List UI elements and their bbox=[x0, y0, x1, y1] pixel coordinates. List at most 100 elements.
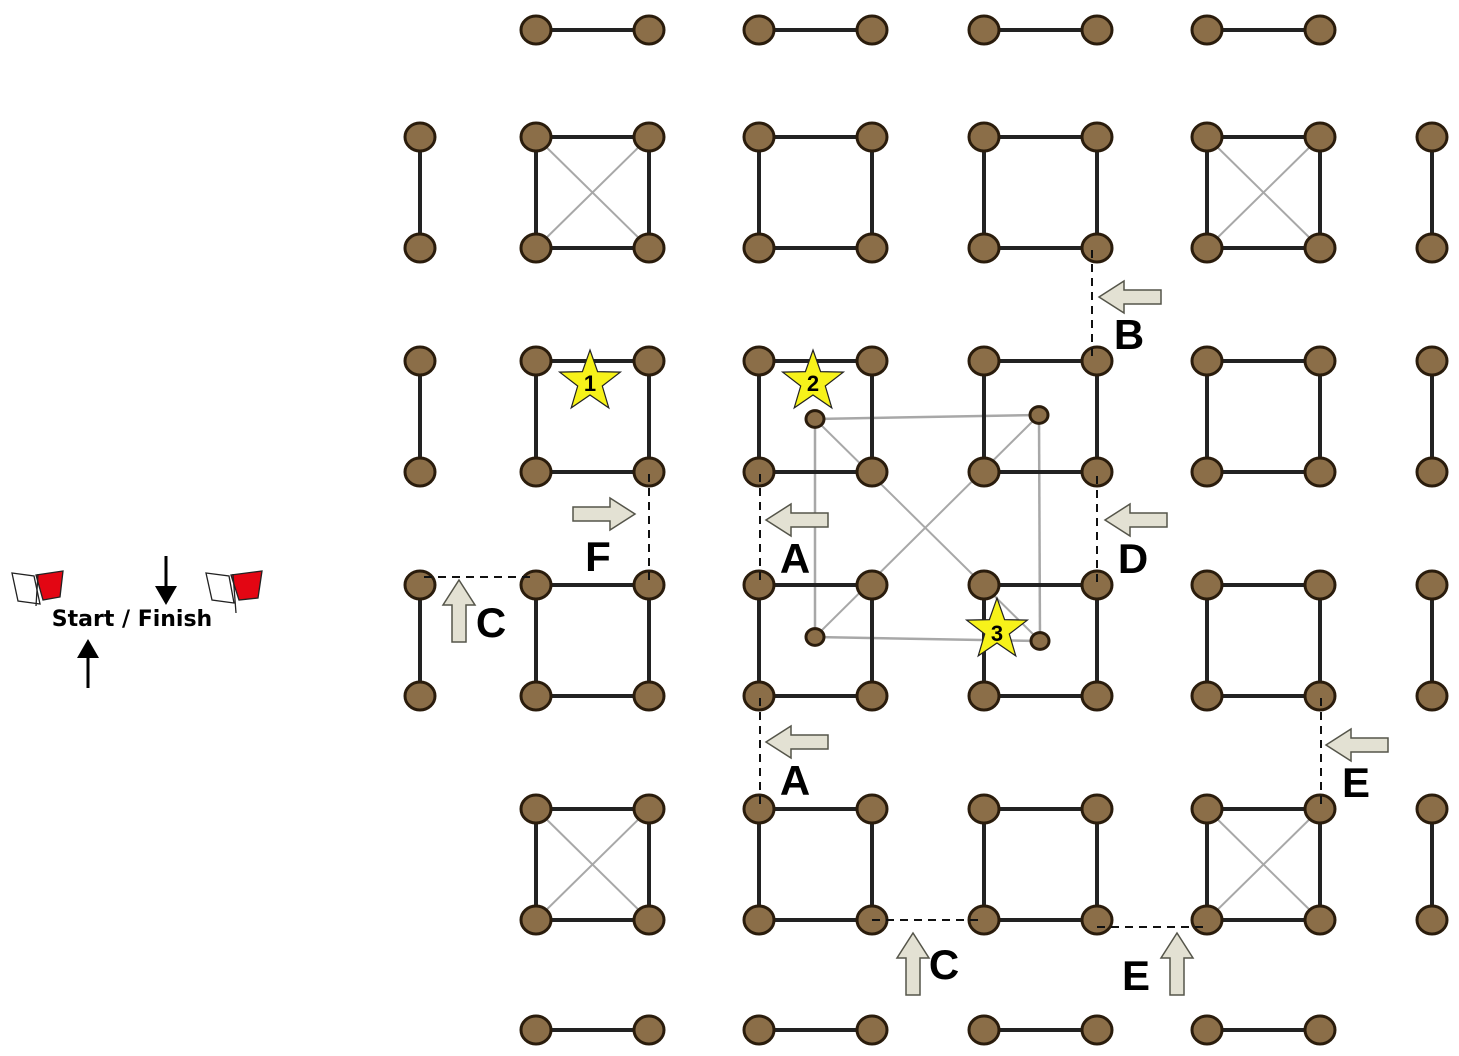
post bbox=[519, 121, 553, 153]
cross-brace bbox=[814, 414, 1040, 638]
post bbox=[855, 14, 889, 46]
post bbox=[632, 904, 666, 936]
post bbox=[403, 345, 437, 377]
post bbox=[632, 569, 666, 601]
post bbox=[855, 456, 889, 488]
gate-label-f: F bbox=[585, 533, 611, 580]
post bbox=[1080, 345, 1114, 377]
post bbox=[855, 680, 889, 712]
start-finish-marker: Start / Finish bbox=[11, 556, 263, 688]
post bbox=[632, 232, 666, 264]
post bbox=[1415, 793, 1449, 825]
post bbox=[967, 14, 1001, 46]
post bbox=[1303, 345, 1337, 377]
post bbox=[1303, 232, 1337, 264]
post bbox=[855, 345, 889, 377]
post bbox=[1080, 456, 1114, 488]
flag-icon bbox=[11, 570, 64, 607]
post bbox=[1080, 1014, 1114, 1046]
arrow-down-icon bbox=[155, 556, 177, 605]
post bbox=[519, 680, 553, 712]
post bbox=[742, 1014, 776, 1046]
post bbox=[1303, 1014, 1337, 1046]
gate-label-e: E bbox=[1342, 759, 1370, 806]
post bbox=[1028, 405, 1050, 425]
post bbox=[1080, 14, 1114, 46]
post bbox=[632, 680, 666, 712]
post bbox=[967, 121, 1001, 153]
block-arrow-icon bbox=[1097, 279, 1162, 315]
post bbox=[967, 680, 1001, 712]
post bbox=[1303, 456, 1337, 488]
post bbox=[1190, 793, 1224, 825]
post bbox=[742, 345, 776, 377]
post bbox=[1080, 232, 1114, 264]
post bbox=[1190, 345, 1224, 377]
start-finish-label: Start / Finish bbox=[52, 607, 212, 632]
post bbox=[632, 345, 666, 377]
gate-label-d: D bbox=[1118, 535, 1148, 582]
posts-layer bbox=[403, 14, 1449, 1046]
post bbox=[967, 904, 1001, 936]
direction-arrows-layer bbox=[441, 279, 1389, 996]
star-marker-2: 2 bbox=[780, 348, 846, 410]
arrow-up-icon bbox=[77, 639, 99, 688]
post bbox=[1415, 569, 1449, 601]
star-icon bbox=[964, 596, 1030, 658]
post bbox=[519, 569, 553, 601]
block-arrow-icon bbox=[572, 496, 637, 532]
post bbox=[742, 456, 776, 488]
post bbox=[1303, 793, 1337, 825]
post bbox=[1190, 456, 1224, 488]
star-icon bbox=[557, 348, 623, 410]
post bbox=[519, 345, 553, 377]
star-marker-3: 3 bbox=[964, 596, 1030, 658]
post bbox=[1415, 456, 1449, 488]
block-arrow-icon bbox=[764, 724, 829, 760]
post bbox=[1190, 569, 1224, 601]
post bbox=[1190, 1014, 1224, 1046]
post bbox=[804, 627, 826, 647]
post bbox=[1303, 569, 1337, 601]
post bbox=[742, 680, 776, 712]
post bbox=[967, 793, 1001, 825]
post bbox=[519, 232, 553, 264]
post bbox=[519, 456, 553, 488]
cross-brace bbox=[1206, 136, 1321, 249]
post bbox=[632, 121, 666, 153]
post bbox=[1415, 345, 1449, 377]
post bbox=[519, 14, 553, 46]
post bbox=[1303, 14, 1337, 46]
post bbox=[1190, 121, 1224, 153]
post bbox=[1415, 680, 1449, 712]
star-number-3: 3 bbox=[991, 621, 1003, 646]
post bbox=[519, 904, 553, 936]
post bbox=[1190, 232, 1224, 264]
post bbox=[1415, 904, 1449, 936]
post bbox=[742, 904, 776, 936]
gate-labels: A A B C C D E E F bbox=[476, 311, 1370, 999]
gate-label-c: C bbox=[476, 599, 506, 646]
star-icon bbox=[780, 348, 846, 410]
post bbox=[967, 1014, 1001, 1046]
post bbox=[1080, 793, 1114, 825]
post bbox=[967, 456, 1001, 488]
post bbox=[742, 121, 776, 153]
post bbox=[855, 121, 889, 153]
post bbox=[742, 14, 776, 46]
star-marker-1: 1 bbox=[557, 348, 623, 410]
post bbox=[1415, 232, 1449, 264]
block-arrow-icon bbox=[1324, 727, 1389, 763]
gate-label-c: C bbox=[929, 941, 959, 988]
post bbox=[1303, 904, 1337, 936]
rails-layer bbox=[418, 28, 1434, 1032]
block-arrow-icon bbox=[1103, 502, 1168, 538]
post bbox=[1415, 121, 1449, 153]
post bbox=[519, 1014, 553, 1046]
gate-label-b: B bbox=[1114, 311, 1144, 358]
post bbox=[403, 121, 437, 153]
post bbox=[742, 793, 776, 825]
post bbox=[403, 232, 437, 264]
post bbox=[632, 456, 666, 488]
cross-brace bbox=[535, 136, 650, 249]
